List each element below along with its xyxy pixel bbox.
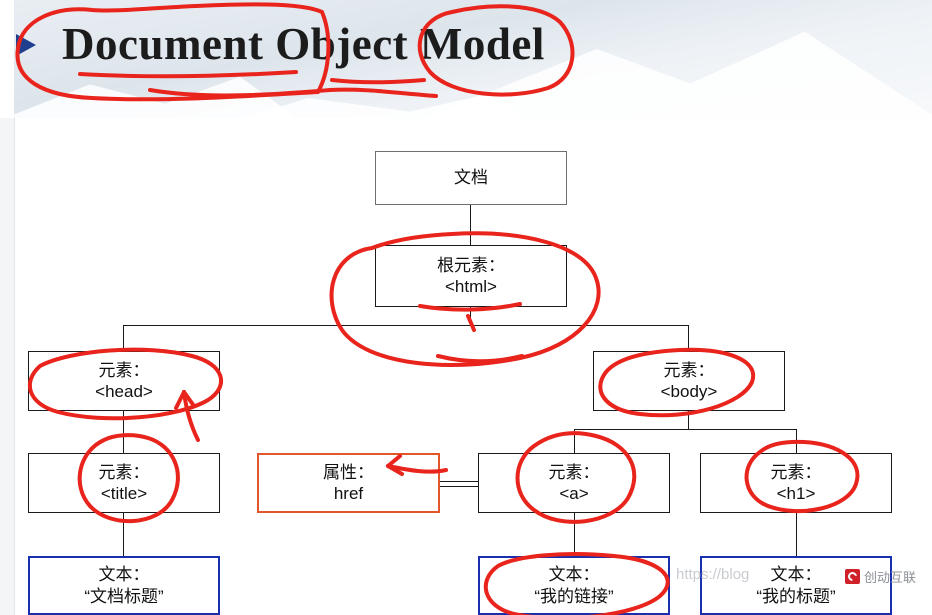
- node-anchor-element: 元素： <a>: [478, 453, 670, 513]
- node-h1-element: 元素： <h1>: [700, 453, 892, 513]
- watermark-url: https://blog: [676, 566, 750, 583]
- edge-body-anchor: [574, 429, 575, 453]
- watermark-brand: 创动互联: [864, 570, 917, 585]
- node-text-header-line1: 文本：: [770, 565, 822, 585]
- decorative-mountain-2: [0, 76, 300, 118]
- node-body-line2: <body>: [660, 382, 718, 401]
- header-left-strip: [0, 0, 14, 118]
- node-title-element: 元素： <title>: [28, 453, 220, 513]
- node-head-line2: <head>: [95, 382, 153, 401]
- left-rail: [0, 118, 15, 615]
- blue-triangle-icon: [16, 34, 36, 56]
- edge-head-title: [123, 411, 124, 453]
- node-h1-line2: <h1>: [776, 484, 816, 503]
- brand-mark-icon: [845, 569, 860, 584]
- edge-body-h1: [796, 429, 797, 453]
- node-text-link-line2: “我的链接”: [534, 586, 614, 606]
- node-text-my-link: 文本： “我的链接”: [478, 556, 670, 615]
- node-anchor-line2: <a>: [559, 484, 589, 503]
- node-title-line2: <title>: [100, 484, 148, 503]
- watermark-logo: 创动互联: [845, 567, 916, 586]
- node-text-header-line2: “我的标题”: [756, 586, 836, 606]
- node-head-element: 元素： <head>: [28, 351, 220, 411]
- node-head-line1: 元素：: [98, 360, 150, 380]
- edge-title-text: [123, 513, 124, 556]
- node-attr-line2: href: [333, 484, 364, 503]
- edge-anchor-attr-1: [440, 481, 478, 482]
- edge-anchor-text: [574, 513, 575, 556]
- decorative-mountain-3: [230, 94, 530, 118]
- node-root-element: 根元素： <html>: [375, 245, 567, 307]
- edge-body-bus: [574, 429, 796, 430]
- edge-body-stem: [688, 411, 689, 429]
- node-root-line1: 根元素：: [437, 255, 505, 275]
- node-text-link-line1: 文本：: [548, 565, 600, 585]
- edge-root-body: [688, 325, 689, 351]
- edge-h1-text: [796, 513, 797, 556]
- node-attr-line1: 属性：: [323, 462, 374, 482]
- edge-root-bus: [123, 325, 688, 326]
- node-h1-line1: 元素：: [770, 462, 822, 482]
- edge-root-stem: [470, 307, 471, 325]
- node-href-attribute: 属性： href: [257, 453, 440, 513]
- node-anchor-line1: 元素：: [548, 462, 600, 482]
- node-body-element: 元素： <body>: [593, 351, 785, 411]
- node-title-line1: 元素：: [98, 462, 150, 482]
- node-text-document-title: 文本： “文档标题”: [28, 556, 220, 615]
- node-text-title-line2: “文档标题”: [84, 586, 164, 606]
- node-root-line2: <html>: [445, 277, 497, 296]
- edge-anchor-attr-2: [440, 486, 478, 487]
- page-title: Document Object Model: [62, 19, 545, 69]
- edge-root-head: [123, 325, 124, 351]
- edge-document-root: [470, 205, 471, 245]
- node-text-my-header: 文本： “我的标题”: [700, 556, 892, 615]
- node-document-line1: 文档: [454, 168, 488, 188]
- node-text-title-line1: 文本：: [98, 565, 150, 585]
- node-body-line1: 元素：: [663, 360, 715, 380]
- node-document: 文档: [375, 151, 567, 205]
